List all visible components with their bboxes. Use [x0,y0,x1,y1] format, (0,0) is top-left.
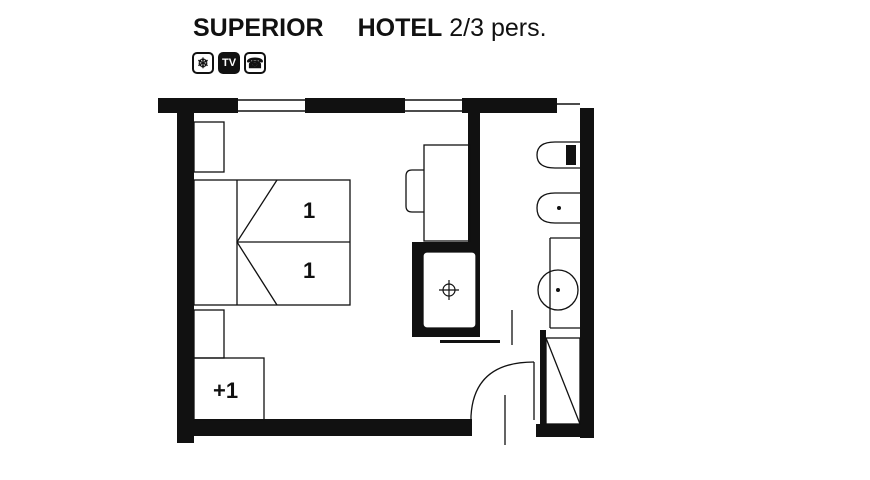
nightstand-bottom [193,309,225,359]
room-title: SUPERIOR HOTEL 2/3 pers. [193,14,547,43]
wall-bottom [177,419,472,436]
door [470,361,535,445]
room-category: HOTEL [357,14,443,42]
extra-bed [193,357,265,421]
wall-shower [540,330,546,428]
chair [405,169,424,213]
bed-label-bottom: 1 [303,258,315,283]
toilet [536,141,580,169]
toilet-tank [566,145,576,165]
bathroom-sink [537,269,579,311]
wall-bottom-right [536,424,594,437]
furniture [193,121,471,421]
threshold [440,340,500,343]
bed-label-top: 1 [303,198,315,223]
wall-left [177,98,194,443]
amenity-icons: ❄ TV ☎ [192,52,266,74]
wall-right [580,108,594,438]
walls [158,98,594,443]
extra-bed-label: +1 [213,378,238,403]
wall-top-left [158,98,238,113]
desk [423,144,471,242]
room-capacity: 2/3 pers. [449,14,547,42]
sink-drain [556,288,560,292]
nightstand-top [193,121,225,173]
bathroom-fixtures [536,141,581,425]
wardrobe-fixture [439,280,459,300]
room-type: SUPERIOR [193,14,324,42]
telephone-icon: ☎ [244,52,266,74]
wall-top-right [462,98,557,113]
wall-partition [468,112,480,242]
shower-tray [545,337,581,425]
air-conditioning-icon: ❄ [192,52,214,74]
bidet-drain [557,206,561,210]
bidet [536,192,580,224]
wall-top-middle [305,98,405,113]
tv-icon: TV [218,52,240,74]
windows [238,99,580,112]
